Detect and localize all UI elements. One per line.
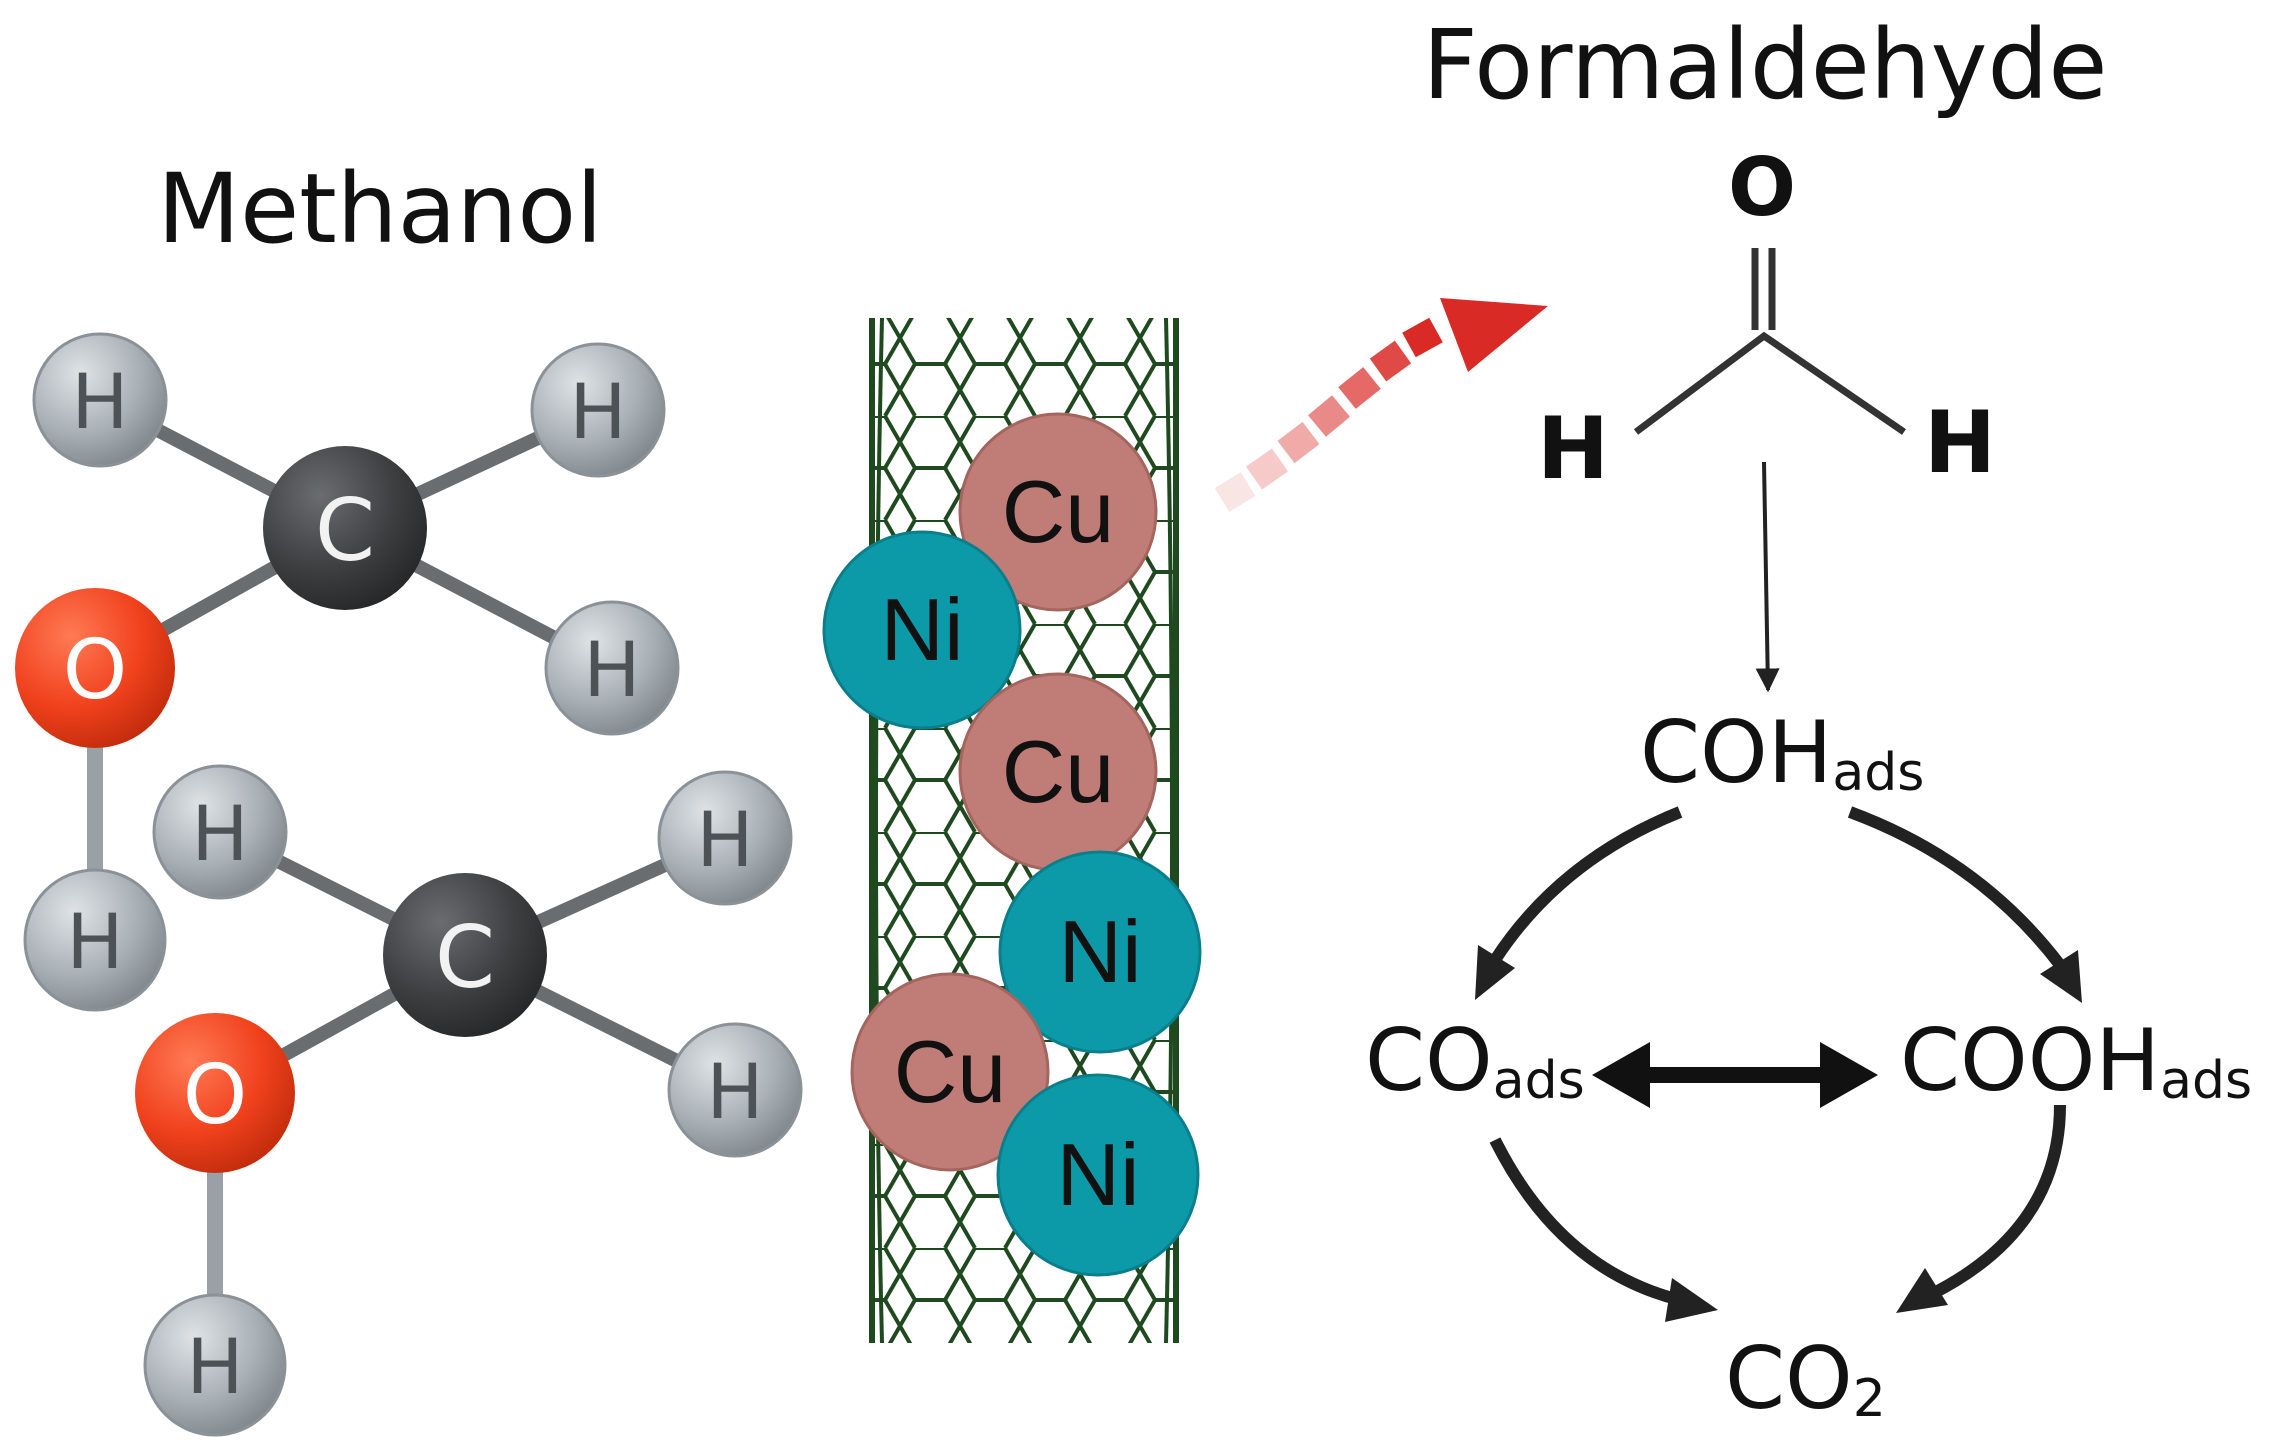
species-subscript: ads — [1493, 1051, 1585, 1111]
formaldehyde-title: Formaldehyde — [1423, 9, 2108, 121]
nickel-atom: Ni — [996, 1073, 1200, 1277]
atom-oxygen: O — [15, 588, 175, 748]
atom-label: Ni — [1058, 902, 1141, 1001]
atom-label: O — [63, 623, 128, 718]
arrow-coh-to-cooh — [1847, 806, 2065, 969]
atom-hydrogen: H — [530, 342, 666, 478]
arrowhead — [2040, 950, 2082, 1003]
atom-hydrogen: H — [32, 332, 168, 468]
atom-label: H — [706, 1047, 763, 1136]
species-co: COads — [1365, 1011, 1585, 1111]
arrow-dash — [1369, 340, 1412, 382]
atom-label: H — [191, 789, 248, 878]
species-main: COH — [1640, 703, 1832, 803]
formaldehyde-oxygen: O — [1728, 141, 1796, 234]
atom-label: H — [583, 625, 640, 714]
atom-hydrogen: H — [657, 770, 793, 906]
arrow-to-coh — [1755, 461, 1780, 693]
atom-hydrogen: H — [23, 868, 167, 1012]
arrowhead — [1896, 1268, 1948, 1313]
atom-label: Ni — [880, 580, 963, 679]
arrow-dash — [1246, 448, 1288, 490]
atom-label: H — [186, 1322, 243, 1411]
arrow-head — [1440, 298, 1548, 372]
species-co2: CO2 — [1725, 1329, 1886, 1429]
catalyst-particles: Cu Ni Cu Ni Cu Ni — [822, 412, 1202, 1277]
atom-label: Cu — [894, 1022, 1007, 1121]
single-bonds — [1633, 331, 1906, 435]
reaction-pathway: COHads COads COOHads CO2 — [1365, 461, 2252, 1429]
atom-hydrogen: H — [152, 764, 288, 900]
arrowhead — [1665, 1278, 1718, 1322]
species-main: COOH — [1900, 1011, 2160, 1111]
arrow-cooh-to-co2 — [1927, 1104, 2066, 1301]
arrow-dash — [1308, 395, 1350, 437]
oxidation-arrow — [1214, 298, 1548, 512]
species-subscript: 2 — [1853, 1369, 1886, 1429]
arrow-coh-to-co — [1489, 806, 1683, 964]
species-subscript: ads — [2160, 1051, 2252, 1111]
formaldehyde-group: Formaldehyde O H H — [1423, 9, 2108, 499]
atom-hydrogen: H — [544, 600, 680, 736]
formaldehyde-hydrogen: H — [1537, 399, 1609, 499]
methanol-group: Methanol H C H — [15, 153, 803, 1437]
arrow-dash — [1402, 317, 1443, 358]
copper-atom: Cu — [958, 672, 1158, 872]
nickel-atom: Ni — [822, 530, 1022, 730]
arrowhead — [1592, 1042, 1650, 1108]
atom-hydrogen: H — [667, 1022, 803, 1158]
species-subscript: ads — [1832, 743, 1924, 803]
atom-label: H — [696, 795, 753, 884]
arrowhead — [1820, 1042, 1878, 1108]
atom-oxygen: O — [135, 1013, 295, 1173]
species-main: CO — [1725, 1329, 1853, 1429]
atom-carbon: C — [263, 446, 427, 610]
atom-carbon: C — [383, 873, 547, 1037]
atom-hydrogen: H — [143, 1293, 287, 1437]
copper-atom: Cu — [958, 412, 1158, 612]
nickel-atom: Ni — [998, 850, 1202, 1054]
copper-atom: Cu — [850, 972, 1050, 1172]
species-main: CO — [1365, 1011, 1493, 1111]
atom-label: H — [71, 357, 128, 446]
arrow-dash — [1277, 421, 1320, 464]
arrow-dash — [1214, 472, 1256, 512]
arrow-dash — [1338, 367, 1381, 409]
arrowhead — [1475, 945, 1515, 1000]
formaldehyde-hydrogen: H — [1924, 393, 1996, 493]
methanol-title: Methanol — [157, 153, 602, 265]
species-coh: COHads — [1640, 703, 1924, 803]
atom-label: H — [569, 367, 626, 456]
atom-label: C — [315, 481, 375, 581]
atom-label: Ni — [1056, 1125, 1139, 1224]
atom-label: C — [435, 908, 495, 1008]
species-cooh: COOHads — [1900, 1011, 2252, 1111]
atom-label: Cu — [1002, 722, 1115, 821]
atom-label: O — [183, 1048, 248, 1143]
arrow-co-to-co2 — [1489, 1137, 1682, 1306]
atom-label: Cu — [1002, 462, 1115, 561]
atom-label: H — [66, 897, 123, 986]
